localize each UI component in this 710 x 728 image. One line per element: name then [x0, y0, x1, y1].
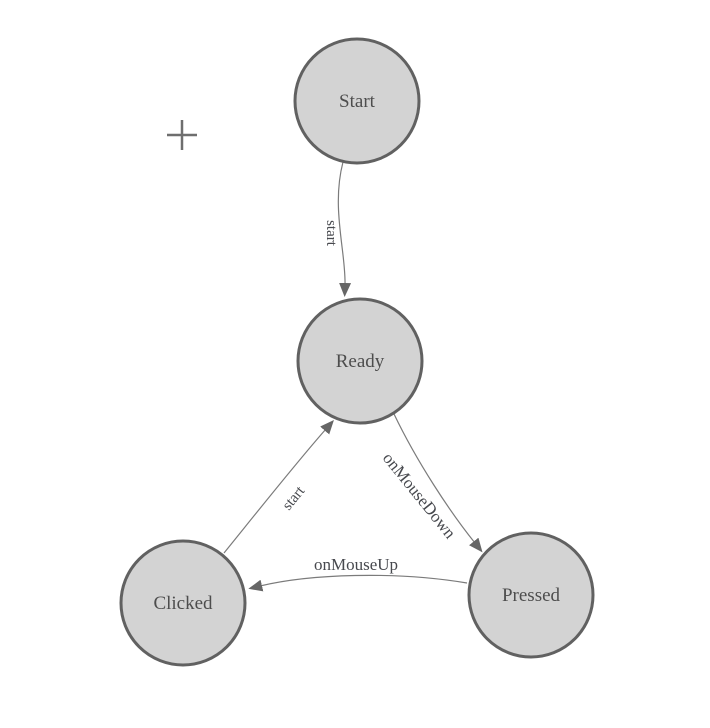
edge-label-ready-to-pressed: onMouseDown [379, 449, 460, 543]
node-ready-circle [296, 297, 424, 425]
node-clicked-label: Clicked [153, 593, 213, 614]
edge-start-to-ready[interactable]: start [323, 161, 352, 297]
node-start[interactable]: Start [293, 37, 421, 165]
edge-path [248, 574, 468, 592]
node-clicked[interactable]: Clicked [119, 539, 247, 667]
edge-path [223, 420, 334, 554]
node-clicked-circle [119, 539, 247, 667]
edge-path [393, 413, 483, 553]
node-start-circle [293, 37, 421, 165]
crosshair-icon [167, 120, 197, 150]
node-start-label: Start [339, 91, 376, 112]
edge-pressed-to-clicked[interactable]: onMouseUp [248, 555, 468, 592]
edge-clicked-to-ready[interactable]: start [223, 420, 334, 554]
edge-label-pressed-to-clicked: onMouseUp [314, 555, 398, 574]
node-pressed-label: Pressed [502, 585, 561, 606]
edge-label-clicked-to-ready: start [280, 483, 309, 514]
edge-label-start-to-ready: start [323, 220, 339, 247]
edge-ready-to-pressed[interactable]: onMouseDown [379, 413, 483, 553]
node-ready[interactable]: Ready [296, 297, 424, 425]
node-ready-label: Ready [336, 351, 385, 372]
node-pressed[interactable]: Pressed [467, 531, 595, 659]
edge-path [337, 161, 352, 297]
node-pressed-circle [467, 531, 595, 659]
